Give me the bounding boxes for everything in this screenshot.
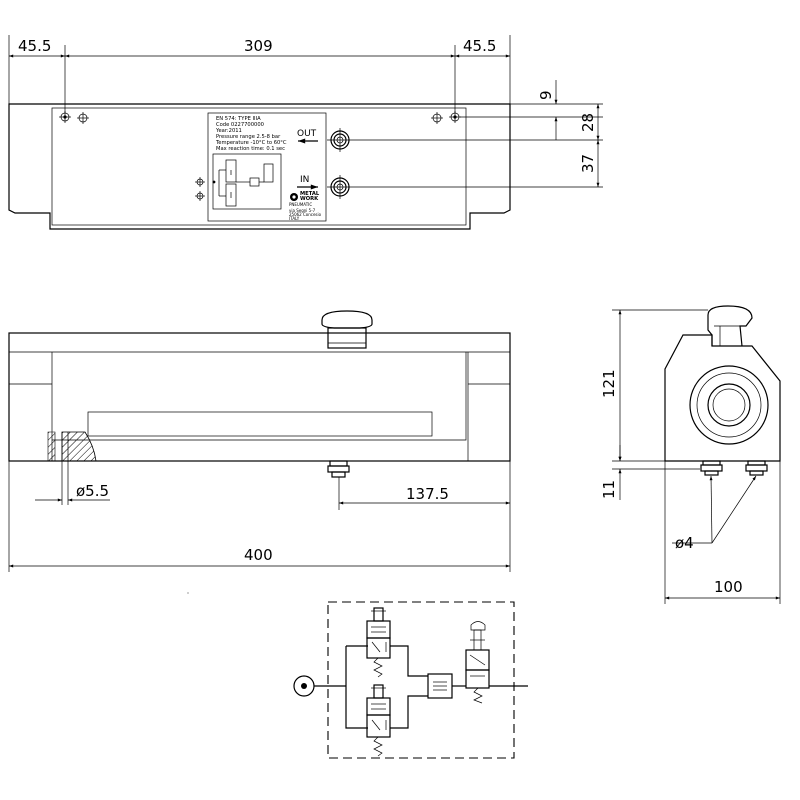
plate-address-3: ITALY bbox=[289, 216, 300, 221]
plate-line-3: Year:2011 bbox=[215, 128, 242, 134]
label-plate bbox=[207, 112, 327, 222]
plate-port-symbols bbox=[195, 177, 216, 201]
dim-11: 11 bbox=[600, 480, 618, 499]
bottom-fitting bbox=[327, 460, 350, 478]
metalwork-logo: METAL WORK PNEUMATIC via Segni 5-7 25062… bbox=[289, 191, 322, 221]
side-port-circle bbox=[689, 365, 769, 445]
screw-right bbox=[431, 112, 443, 124]
hatched-section bbox=[61, 431, 97, 462]
logo-text-work: WORK bbox=[300, 196, 319, 202]
top-view: EN 574: TYPE IIIA Code 0227700000 Year:2… bbox=[8, 35, 603, 230]
dim-top-right: 45.5 bbox=[463, 37, 496, 55]
screw-left bbox=[77, 112, 89, 124]
logo-text-metal: METAL bbox=[300, 191, 320, 197]
dim-top-left: 45.5 bbox=[18, 37, 51, 55]
side-knob bbox=[707, 305, 753, 347]
plate-address-2: 25062 Concesio bbox=[289, 212, 322, 217]
dim-400: 400 bbox=[244, 546, 273, 564]
dim-137: 137.5 bbox=[406, 485, 449, 503]
valve-bottom bbox=[366, 684, 391, 757]
valve-output bbox=[465, 621, 490, 704]
dim-top-width: 309 bbox=[244, 37, 273, 55]
schematic-boundary bbox=[327, 601, 515, 759]
supply-symbol bbox=[293, 675, 346, 697]
dim-port-diameter: ø4 bbox=[675, 534, 694, 552]
logo-text-pneumatic: PNEUMATIC bbox=[289, 202, 312, 207]
plate-address-1: via Segni 5-7 bbox=[289, 208, 316, 213]
out-port-label: OUT bbox=[297, 129, 317, 139]
out-fitting bbox=[327, 128, 353, 152]
plate-line-1: EN 574: TYPE IIIA bbox=[216, 116, 261, 122]
front-view-outline bbox=[8, 332, 511, 462]
dim-100: 100 bbox=[714, 578, 743, 596]
top-view-outline bbox=[8, 103, 511, 230]
dim-37: 37 bbox=[579, 154, 597, 173]
shuttle-valve bbox=[427, 673, 453, 699]
side-fitting-left bbox=[700, 460, 723, 476]
dim-9: 9 bbox=[537, 90, 555, 100]
valve-top bbox=[366, 607, 391, 678]
side-view-outline bbox=[664, 334, 781, 462]
dim-hole-diameter: ø5.5 bbox=[76, 482, 109, 500]
dim-121: 121 bbox=[600, 369, 618, 398]
pneumatic-schematic bbox=[293, 601, 528, 759]
plate-line-2: Code 0227700000 bbox=[216, 122, 264, 128]
side-view: 121 11 ø4 100 bbox=[600, 305, 781, 604]
plate-line-5: Temperature -10°C to 60°C bbox=[215, 140, 287, 146]
plate-line-4: Pressure range 2.5-8 bar bbox=[216, 134, 281, 140]
in-port-label: IN bbox=[300, 175, 309, 185]
dim-28: 28 bbox=[579, 113, 597, 132]
inner-channel-outer bbox=[52, 352, 467, 441]
front-panel bbox=[51, 107, 467, 226]
mushroom-button bbox=[321, 310, 373, 349]
in-fitting bbox=[327, 175, 353, 199]
front-view: 400 137.5 ø5.5 bbox=[8, 310, 511, 594]
plate-schematic bbox=[212, 153, 282, 210]
inner-channel bbox=[87, 411, 433, 437]
plate-line-6: Max reaction time: 0.1 sec bbox=[216, 146, 285, 152]
side-fitting-right bbox=[745, 460, 768, 476]
